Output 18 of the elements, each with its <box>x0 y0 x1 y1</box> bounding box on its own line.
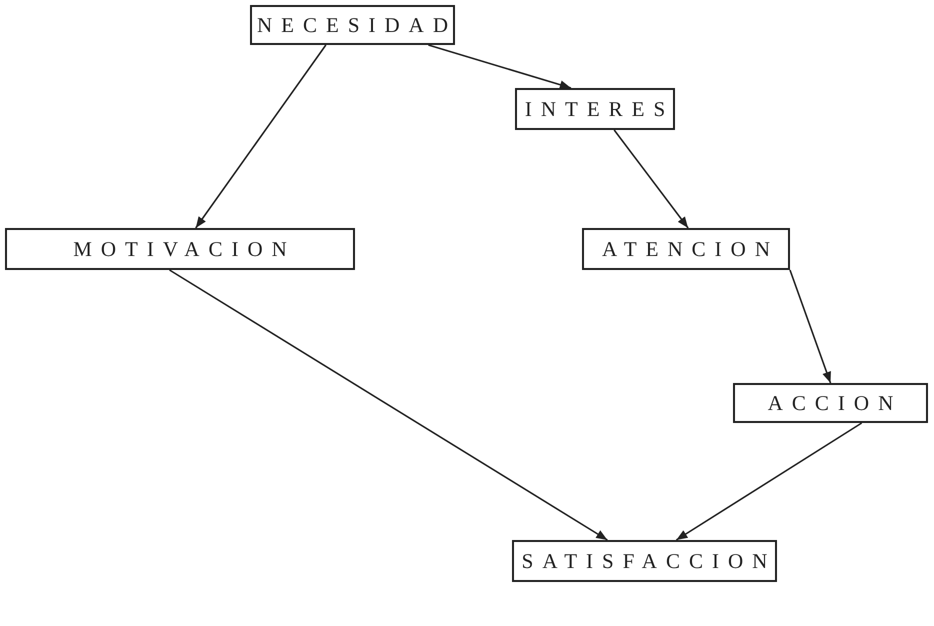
node-label: ATENCION <box>601 236 779 262</box>
arrow <box>195 44 326 228</box>
process-box <box>515 88 675 130</box>
process-box <box>5 228 355 270</box>
arrow <box>169 269 608 541</box>
node-label: NECESIDAD <box>256 12 457 38</box>
process-box <box>512 540 777 582</box>
arrow <box>428 44 572 90</box>
arrow <box>676 422 862 541</box>
node-label: INTERES <box>524 96 674 122</box>
node-label: MOTIVACION <box>72 236 296 262</box>
node-label: SATISFACCION <box>520 548 776 574</box>
arrow <box>614 130 689 228</box>
process-box <box>250 5 455 45</box>
process-box <box>733 383 928 423</box>
arrow <box>789 270 832 384</box>
node-label: ACCION <box>766 390 902 416</box>
process-box <box>582 228 790 270</box>
